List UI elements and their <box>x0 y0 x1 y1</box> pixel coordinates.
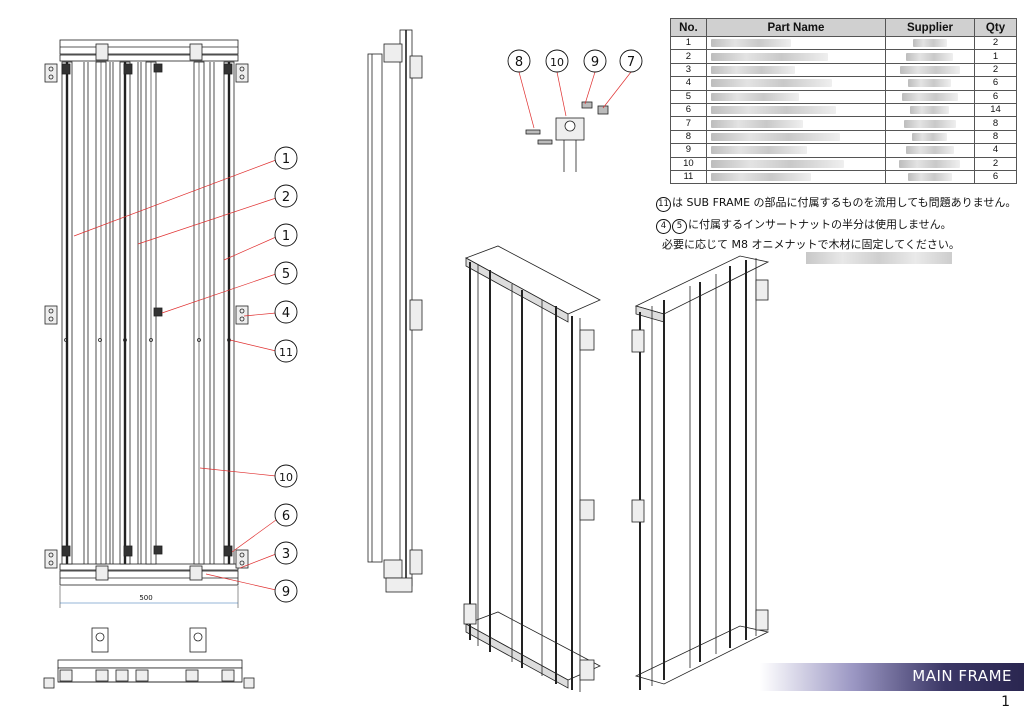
callout-4: 4 <box>282 306 290 321</box>
row-part-name-redacted <box>705 49 886 64</box>
row-no: 11 <box>670 169 707 185</box>
row-qty: 8 <box>974 116 1017 131</box>
detail-callout-9: 9 <box>591 55 599 70</box>
front-view <box>44 39 249 608</box>
row-no: 1 <box>670 35 707 51</box>
dimension-label: 500 <box>139 594 152 602</box>
row-no: 6 <box>670 102 707 118</box>
note-1-circle: 11 <box>656 197 671 212</box>
row-part-name-redacted <box>705 89 886 104</box>
detail-callout-7: 7 <box>627 55 635 70</box>
row-supplier-redacted <box>884 102 976 118</box>
note-1-text: は SUB FRAME の部品に付属するものを流用しても問題ありません。 <box>672 196 1017 209</box>
row-supplier-redacted <box>884 143 976 158</box>
row-part-name-redacted <box>705 143 886 158</box>
row-qty: 6 <box>974 169 1017 185</box>
row-qty: 2 <box>974 35 1017 51</box>
title-banner: MAIN FRAME <box>760 663 1024 691</box>
note-2-text: に付属するインサートナットの半分は使用しません。 <box>688 218 952 231</box>
row-no: 2 <box>670 49 707 64</box>
note-3-text: 必要に応じて M8 オニメナットで木材に固定してください。 <box>662 238 960 251</box>
row-no: 5 <box>670 89 707 104</box>
callout-10: 10 <box>279 471 293 484</box>
row-supplier-redacted <box>884 156 976 171</box>
isometric-view-right <box>631 255 770 690</box>
row-part-name-redacted <box>705 129 886 145</box>
row-part-name-redacted <box>705 116 886 131</box>
leader-lines <box>73 71 632 591</box>
row-supplier-redacted <box>884 129 976 145</box>
callout-5: 5 <box>282 267 290 282</box>
header-part-name: Part Name <box>705 18 886 37</box>
row-part-name-redacted <box>705 76 886 91</box>
row-supplier-redacted <box>884 76 976 91</box>
redacted-text <box>806 252 952 264</box>
detail-callout-10: 10 <box>550 56 564 69</box>
header-supplier: Supplier <box>884 18 976 37</box>
row-qty: 4 <box>974 143 1017 158</box>
row-supplier-redacted <box>884 89 976 104</box>
row-part-name-redacted <box>705 102 886 118</box>
row-supplier-redacted <box>884 35 976 51</box>
banner-title: MAIN FRAME <box>912 667 1012 685</box>
row-supplier-redacted <box>884 169 976 185</box>
row-no: 10 <box>670 156 707 171</box>
row-qty: 8 <box>974 129 1017 145</box>
row-part-name-redacted <box>705 169 886 185</box>
callout-1b: 1 <box>282 229 290 244</box>
detail-callout-8: 8 <box>515 55 523 70</box>
callout-3: 3 <box>282 547 290 562</box>
side-view <box>367 29 423 593</box>
note-3: 必要に応じて M8 オニメナットで木材に固定してください。 <box>662 236 960 252</box>
isometric-view-left <box>463 245 601 692</box>
callout-circles <box>274 49 643 603</box>
callout-2: 2 <box>282 190 290 205</box>
row-qty: 14 <box>974 102 1017 118</box>
row-qty: 6 <box>974 89 1017 104</box>
note-2-circle-a: 4 <box>656 219 671 234</box>
detail-view <box>525 101 609 172</box>
page-number: 1 <box>1001 694 1010 710</box>
table-row: 11 6 <box>670 169 1017 185</box>
row-no: 8 <box>670 129 707 145</box>
header-qty: Qty <box>974 18 1017 37</box>
row-supplier-redacted <box>884 49 976 64</box>
table-row: 10 2 <box>670 156 1017 171</box>
row-supplier-redacted <box>884 62 976 78</box>
row-no: 7 <box>670 116 707 131</box>
header-no: No. <box>670 18 707 37</box>
callout-11: 11 <box>279 346 293 359</box>
parts-table-header: No. Part Name Supplier Qty <box>670 18 1017 37</box>
bottom-view <box>43 627 255 689</box>
row-part-name-redacted <box>705 156 886 171</box>
row-no: 9 <box>670 143 707 158</box>
row-no: 3 <box>670 62 707 78</box>
row-qty: 6 <box>974 76 1017 91</box>
row-part-name-redacted <box>705 35 886 51</box>
callout-6: 6 <box>282 509 290 524</box>
note-2-circle-b: 5 <box>672 219 687 234</box>
row-qty: 2 <box>974 62 1017 78</box>
row-no: 4 <box>670 76 707 91</box>
callout-1a: 1 <box>282 152 290 167</box>
row-qty: 1 <box>974 49 1017 64</box>
row-qty: 2 <box>974 156 1017 171</box>
table-row: 6 14 <box>670 102 1017 118</box>
callout-9: 9 <box>282 585 290 600</box>
row-part-name-redacted <box>705 62 886 78</box>
row-supplier-redacted <box>884 116 976 131</box>
